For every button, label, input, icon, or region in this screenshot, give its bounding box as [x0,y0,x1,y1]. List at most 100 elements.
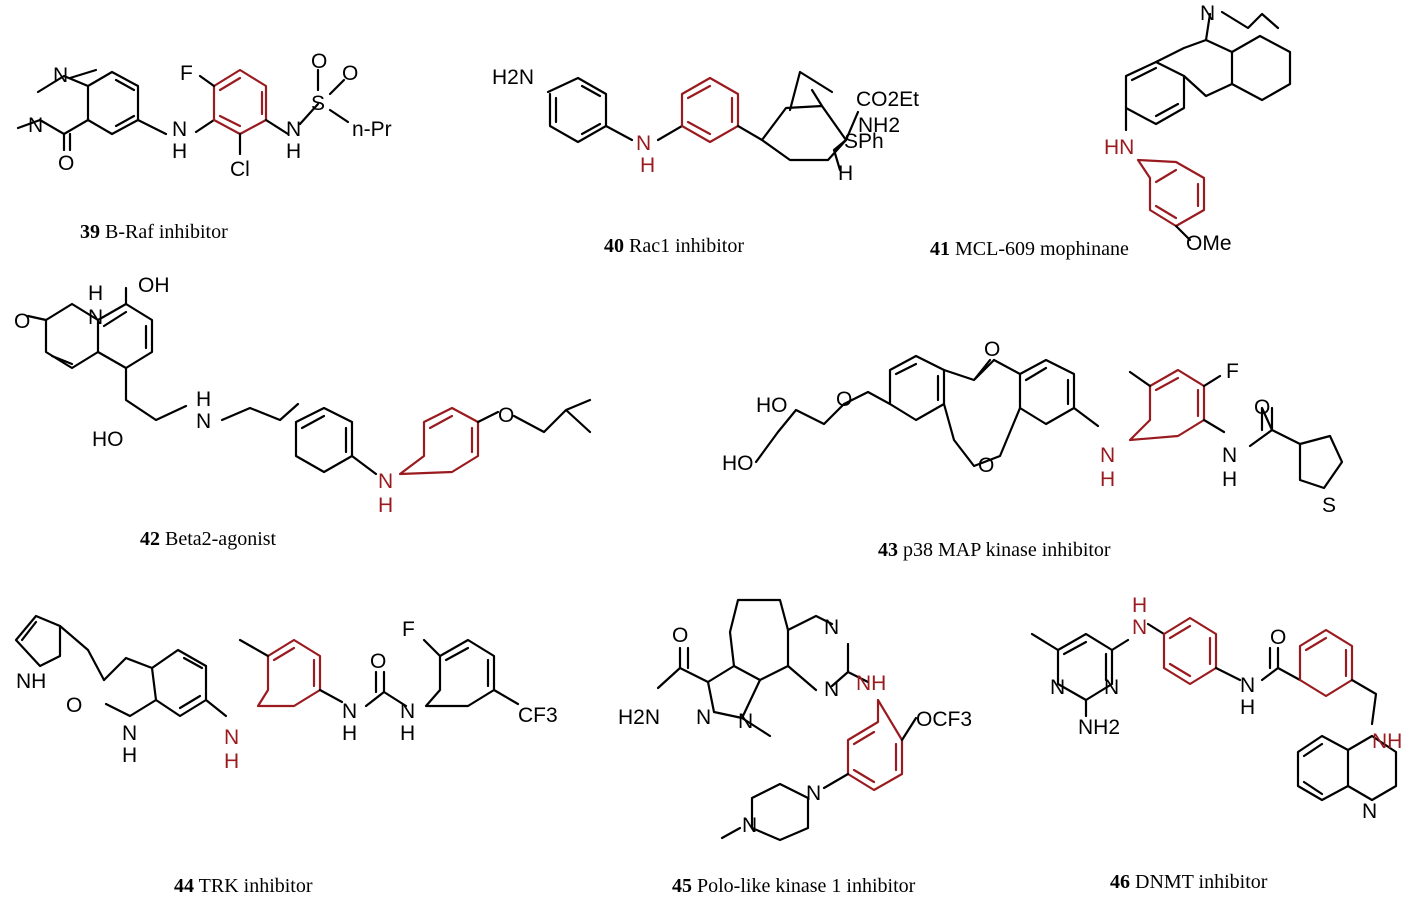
atom-n: N [1104,676,1119,699]
atom-group: HO [756,394,788,417]
atom-group: CO2Et [856,88,919,111]
compound-number: 40 [604,235,624,257]
atom-o: O [836,388,852,411]
atom-group: HO [722,452,754,475]
atom-n: N [400,700,415,723]
atom-o: O [1270,626,1286,649]
atom-h: H [286,140,301,163]
compound-label: B-Raf inhibitor [105,221,228,243]
atom-group: CF3 [518,704,558,727]
atom-o: O [672,624,688,647]
atom-s: S [1322,494,1336,517]
compound-label: Beta2-agonist [165,528,277,550]
caption-40: 40 Rac1 inhibitor [604,235,744,257]
compound-44: NH O N H N H N H O N H F CF3 44 TRK inhi… [14,614,558,897]
atom-o: O [311,50,327,73]
compound-number: 39 [80,221,100,243]
caption-41: 41 MCL-609 mophinane [930,238,1129,260]
atom-h: H [88,282,103,305]
atom-s: S [311,92,325,115]
atom-f: F [180,62,193,85]
atom-n: N [28,114,43,137]
atom-n: N [224,726,239,749]
atom-n: N [286,118,301,141]
atom-group: HO [92,428,124,451]
atom-n: N [636,132,651,155]
caption-44: 44 TRK inhibitor [174,875,313,897]
compound-number: 44 [174,875,194,897]
atom-group: OMe [1186,232,1232,255]
caption-39: 39 B-Raf inhibitor [80,221,228,243]
atom-n: N [88,306,103,329]
atom-h: H [1100,468,1115,491]
atom-n: N [738,710,753,733]
atom-h: H [122,744,137,767]
atom-n: N [1132,616,1147,639]
atom-o: O [58,152,74,175]
atom-n: N [196,410,211,433]
atom-n: N [824,678,839,701]
atom-o: O [342,62,358,85]
atom-cl: Cl [230,158,250,181]
atom-h: H [1132,594,1147,617]
caption-46: 46 DNMT inhibitor [1110,871,1268,893]
compound-number: 41 [930,238,950,260]
compound-label: Polo-like kinase 1 inhibitor [697,875,916,897]
atom-f: F [1226,360,1239,383]
atom-o: O [984,338,1000,361]
compound-label: DNMT inhibitor [1135,871,1268,893]
atom-h: H [224,750,239,773]
atom-n: N [742,814,757,837]
atom-n: N [824,616,839,639]
atom-o: O [66,694,82,717]
compound-41: N HN OMe 41 MCL-609 mophinane [930,2,1292,260]
atom-n: N [1222,444,1237,467]
atom-group: H2N [618,706,660,729]
compound-label: Rac1 inhibitor [629,235,744,257]
atom-o: O [978,454,994,477]
atom-n: N [1362,800,1377,823]
atom-group: OH [138,274,170,297]
atom-group: OCF3 [916,708,972,731]
atom-group: NH2 [1078,716,1120,739]
atom-n: N [378,470,393,493]
caption-43: 43 p38 MAP kinase inhibitor [878,539,1111,561]
compound-39: N N O F N H Cl N H S O O n-Pr 39 B-Raf i… [16,50,392,243]
atom-h: H [1240,696,1255,719]
compound-46: H N N N NH2 O N H NH N 46 DNMT inhibitor [1030,594,1402,893]
atom-h: H [172,140,187,163]
atom-h: H [400,722,415,745]
atom-n: N [1100,444,1115,467]
atom-group: N [696,706,711,729]
compound-40: H2N N H CO2Et NH2 SPh H 40 Rac1 inhibito… [492,66,919,257]
compound-label: MCL-609 mophinane [955,238,1129,260]
atom-o: O [14,310,30,333]
compound-45: N N O H2N N N NH OCF3 N N 45 Polo-like k… [618,598,972,897]
atom-h: H [640,154,655,177]
atom-n: N [122,722,137,745]
atom-n: N [806,782,821,805]
atom-n: N [342,700,357,723]
compound-label: TRK inhibitor [199,875,313,897]
atom-group: H2N [492,66,534,89]
compound-number: 46 [1110,871,1130,893]
compound-43: O F HO O HO O N H N H O S 43 p38 MAP kin… [722,338,1344,561]
atom-n: N [1050,676,1065,699]
atom-n: N [1240,674,1255,697]
compound-42: OH H N O HO N H N H O 42 Beta2-agonist [14,274,592,550]
compound-number: 45 [672,875,692,897]
compound-number: 43 [878,539,898,561]
atom-group: NH [856,672,886,695]
atom-h: H [378,494,393,517]
caption-45: 45 Polo-like kinase 1 inhibitor [672,875,916,897]
atom-n: N [53,64,68,87]
atom-group: NH2 [858,114,900,137]
atom-group: SPh [844,130,884,153]
atom-n: N [172,118,187,141]
atom-h: H [342,722,357,745]
atom-h: H [1222,468,1237,491]
atom-f: F [402,618,415,641]
compound-number: 42 [140,528,160,550]
atom-h: H [838,162,853,185]
